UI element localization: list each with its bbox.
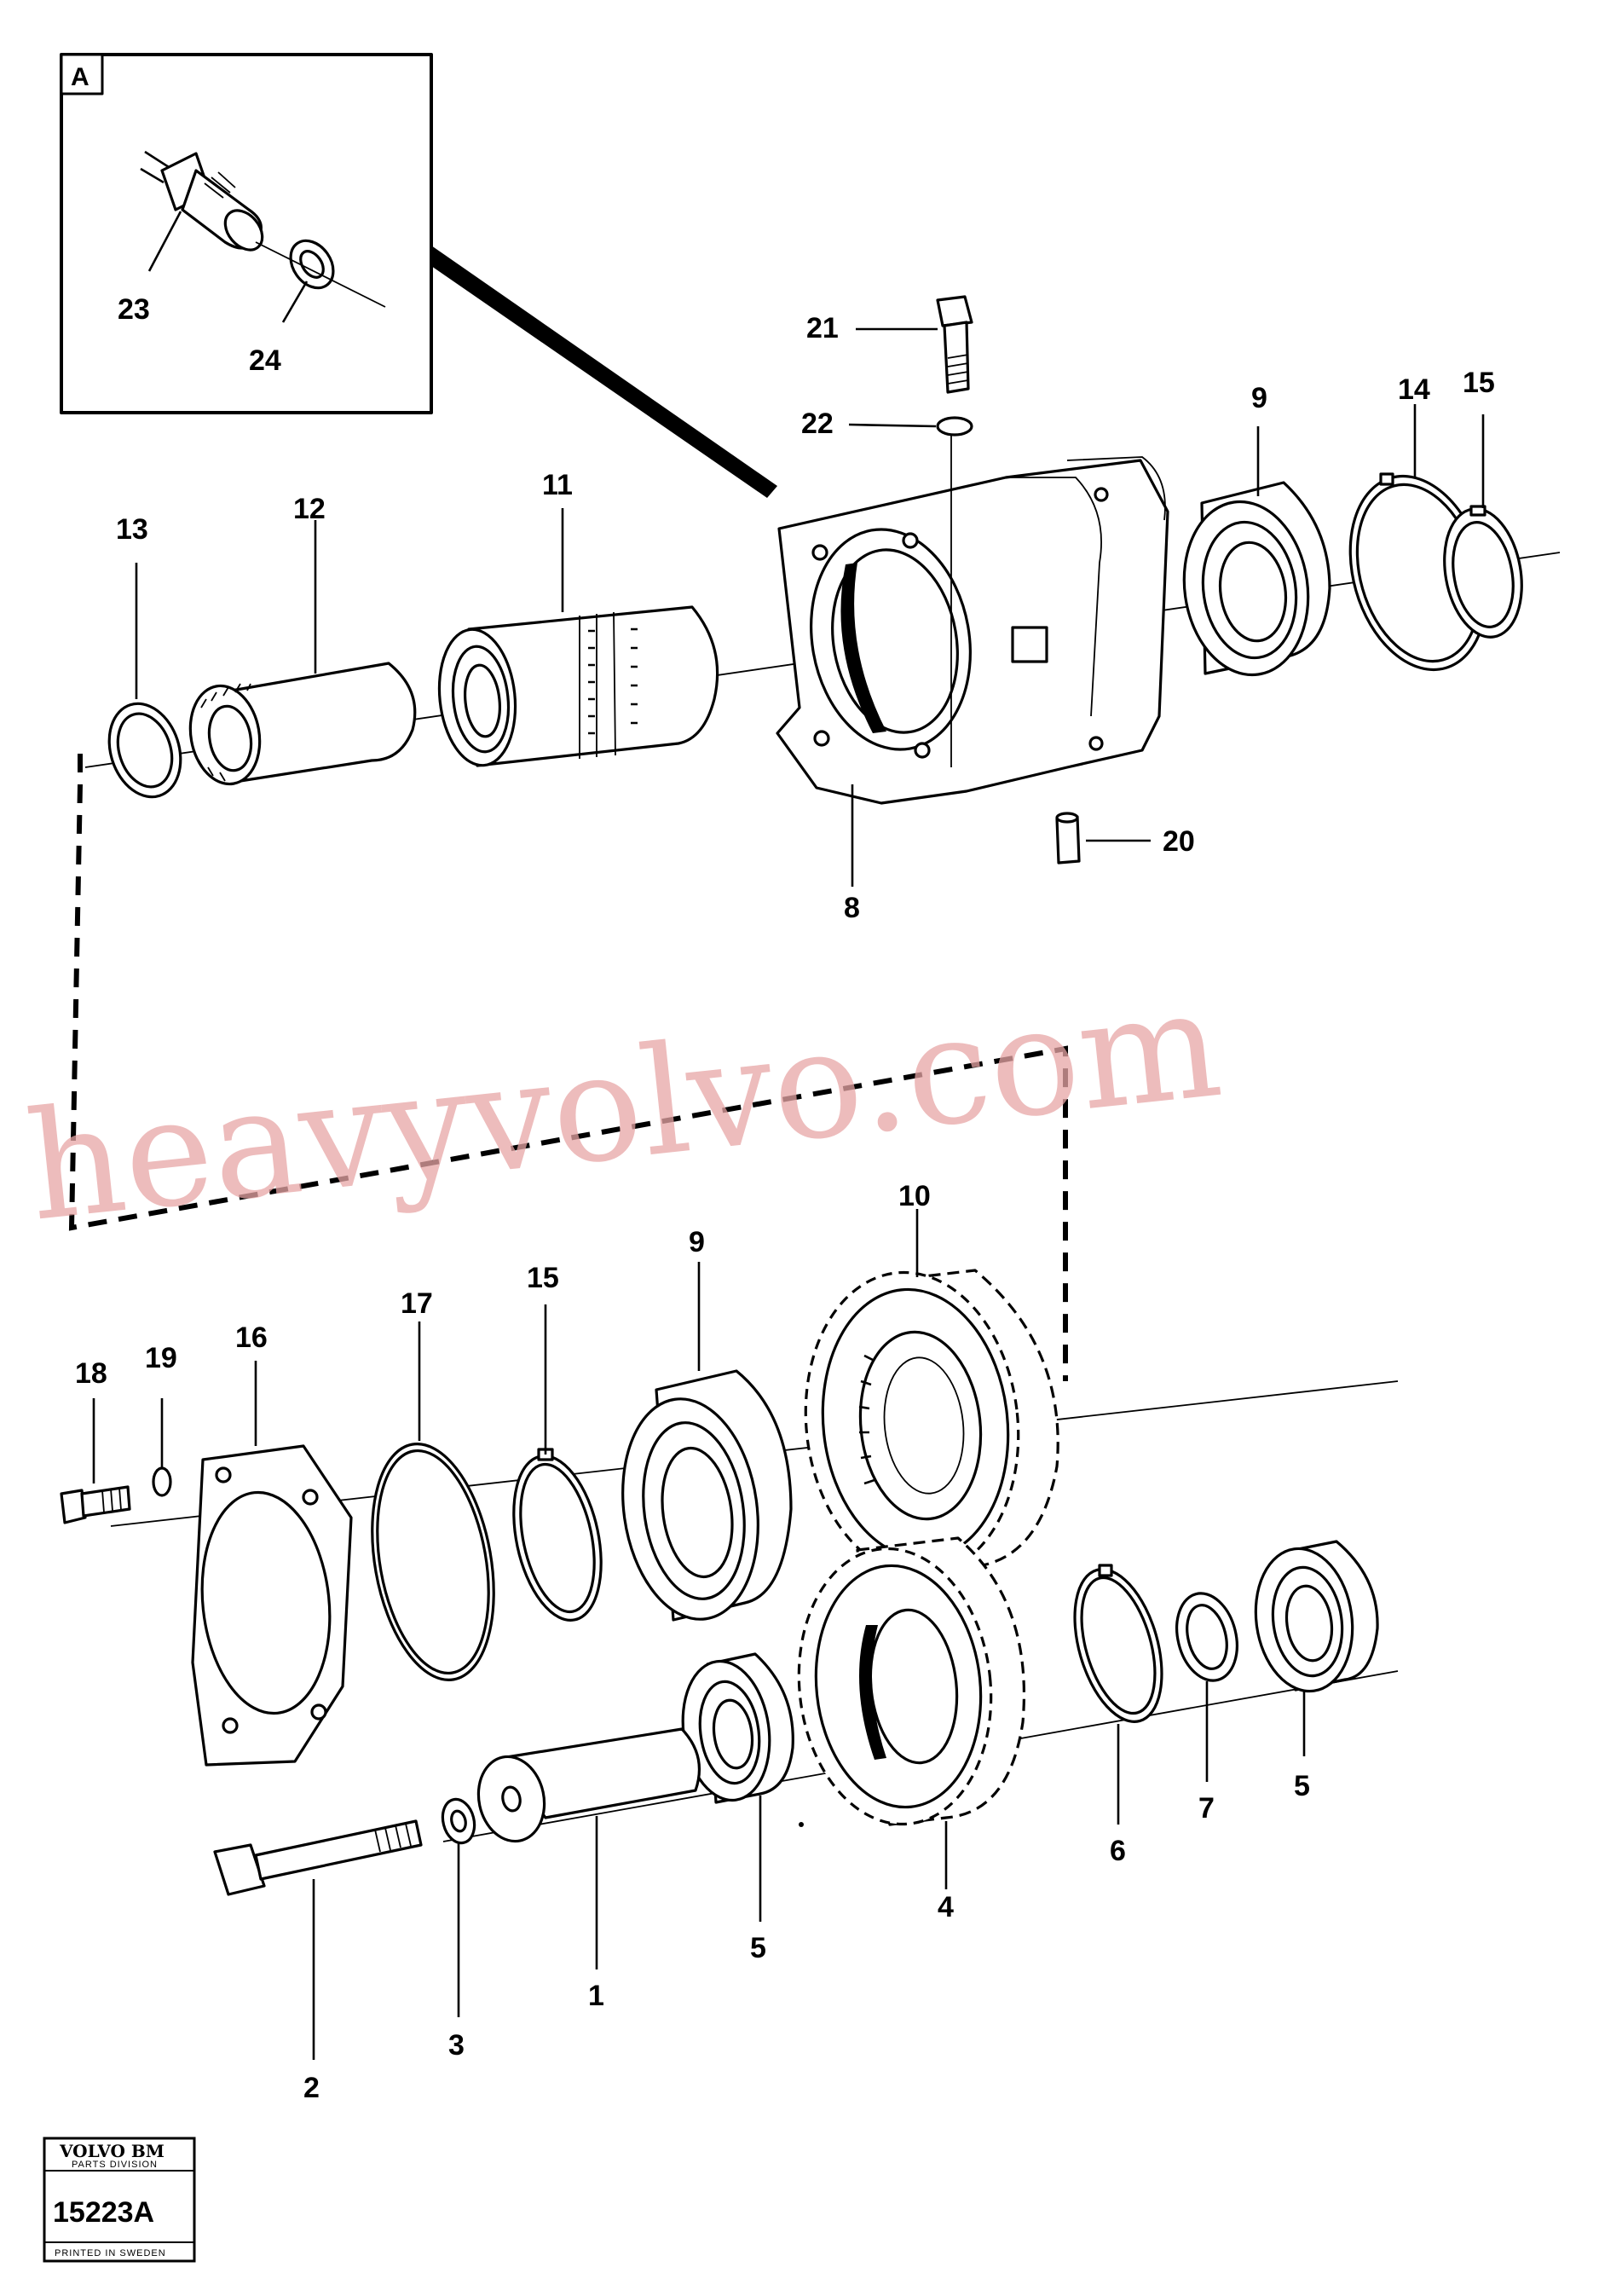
- callout-24: 24: [249, 344, 281, 377]
- part-12-splined-sleeve: [188, 662, 417, 786]
- part-13-snap-ring: [107, 702, 182, 799]
- callout-16: 16: [235, 1322, 268, 1354]
- part-22-lock-washer: [936, 416, 973, 437]
- stamp-footer: PRINTED IN SWEDEN: [55, 2248, 166, 2258]
- callout-5-middle: 5: [750, 1932, 766, 1964]
- callout-19: 19: [145, 1342, 177, 1374]
- inset-letter: A: [71, 63, 89, 91]
- part-18-bolt: [60, 1485, 131, 1524]
- inset-pointer: [431, 246, 777, 498]
- stamp-code: 15223A: [53, 2196, 154, 2229]
- callout-14: 14: [1398, 373, 1430, 406]
- part-4-gear: [797, 1536, 1026, 1826]
- callout-8: 8: [844, 892, 860, 924]
- part-3-washer: [441, 1797, 476, 1845]
- volvo-bm-stamp: VOLVO BM PARTS DIVISION 15223A PRINTED I…: [43, 2137, 196, 2263]
- part-23-sensor: [140, 150, 264, 252]
- part-17-o-ring: [371, 1443, 495, 1681]
- callout-3: 3: [448, 2029, 465, 2062]
- callout-15-lower: 15: [527, 1262, 559, 1294]
- callout-11: 11: [542, 469, 573, 501]
- part-5-bearing-right: [1254, 1540, 1379, 1693]
- callout-10: 10: [898, 1180, 931, 1212]
- part-9-bearing-lower: [621, 1369, 793, 1622]
- part-15-circlip-lower: [512, 1448, 603, 1622]
- part-19-washer: [152, 1466, 172, 1497]
- callout-1: 1: [588, 1980, 604, 2012]
- callout-15-upper: 15: [1463, 367, 1495, 399]
- callout-22: 22: [801, 408, 834, 440]
- part-20-dowel-pin: [1055, 812, 1081, 865]
- callout-9-upper: 9: [1251, 382, 1267, 414]
- stamp-brand: VOLVO BM: [59, 2141, 165, 2161]
- part-21-bolt: [936, 295, 973, 394]
- assembly-connection-line: [68, 754, 1068, 1381]
- callout-20: 20: [1163, 825, 1195, 858]
- callout-18: 18: [75, 1357, 107, 1390]
- callout-5-right: 5: [1294, 1770, 1310, 1802]
- part-15-circlip-upper: [1443, 505, 1523, 639]
- part-11-coupling-sleeve: [437, 605, 719, 767]
- part-7-spacer-ring: [1175, 1592, 1238, 1682]
- callout-21: 21: [806, 312, 839, 344]
- part-2-bolt: [213, 1819, 423, 1896]
- part-10-gear: [804, 1269, 1059, 1577]
- part-6-circlip: [1073, 1564, 1163, 1723]
- callout-2: 2: [303, 2072, 320, 2104]
- stamp-division: PARTS DIVISION: [72, 2160, 158, 2170]
- callout-7: 7: [1198, 1792, 1215, 1825]
- callout-17: 17: [401, 1287, 433, 1320]
- callout-12: 12: [293, 493, 326, 525]
- inset-detail-a: A 23 24: [60, 53, 433, 414]
- callout-13: 13: [116, 513, 148, 546]
- callout-6: 6: [1110, 1835, 1126, 1867]
- callout-9-lower: 9: [689, 1226, 705, 1258]
- watermark-text: heavyvolvo.com: [20, 957, 1228, 1255]
- part-9-bearing-upper: [1182, 481, 1331, 677]
- part-16-cover: [191, 1444, 353, 1767]
- part-8-housing: [776, 426, 1169, 805]
- part-1-shaft: [476, 1727, 701, 1843]
- callout-4: 4: [938, 1891, 954, 1923]
- callout-23: 23: [118, 293, 150, 326]
